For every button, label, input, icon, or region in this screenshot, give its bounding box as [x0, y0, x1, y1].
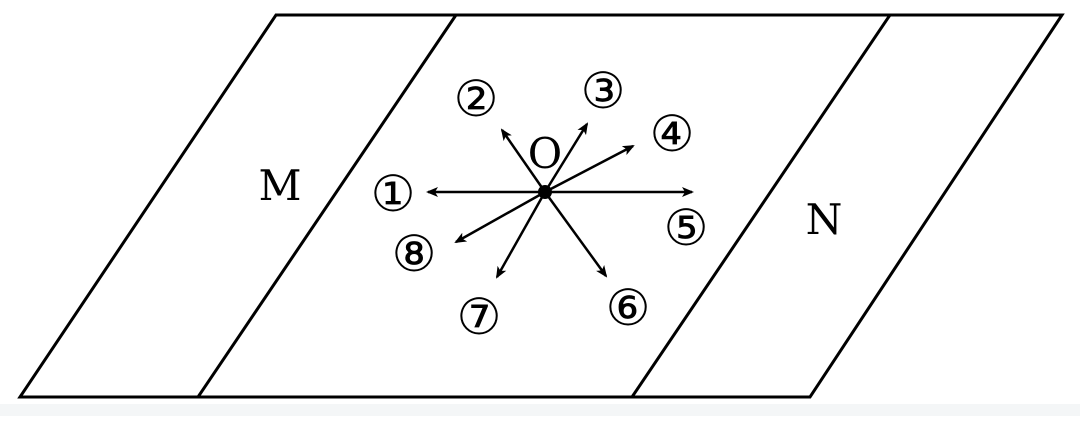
arrow-3 — [543, 122, 589, 193]
boundary-line-right — [630, 14, 892, 398]
region-label-n: N — [806, 195, 843, 244]
boundary-line-left — [196, 14, 458, 398]
arrow-6 — [543, 191, 608, 278]
direction-label-6: ⑥ — [606, 279, 651, 337]
direction-label-2: ② — [454, 70, 499, 128]
direction-label-8: ⑧ — [392, 225, 437, 283]
arrow-8 — [454, 190, 546, 244]
arrow-4 — [544, 144, 635, 194]
arrow-group — [426, 122, 694, 279]
direction-label-7: ⑦ — [457, 288, 502, 346]
bottom-band — [0, 404, 1080, 416]
outer-parallelogram — [17, 13, 1065, 399]
direction-label-4: ④ — [650, 105, 695, 163]
direction-label-3: ③ — [581, 62, 626, 120]
region-label-m: M — [258, 161, 301, 210]
direction-label-5: ⑤ — [664, 199, 709, 257]
direction-label-1: ① — [371, 165, 416, 223]
arrow-2 — [500, 128, 547, 193]
arrow-7 — [495, 191, 547, 279]
origin-label: O — [528, 129, 562, 178]
origin-point — [538, 185, 552, 199]
